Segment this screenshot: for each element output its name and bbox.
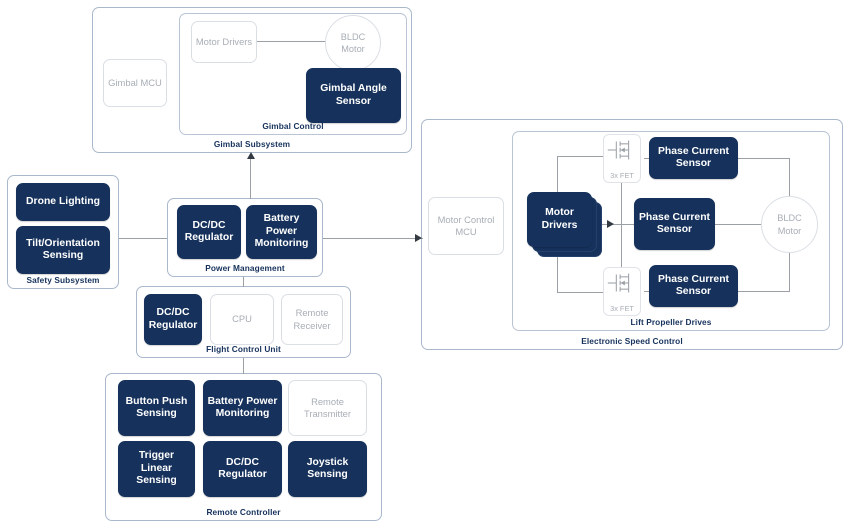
wire-esc-sensortop-to-bus <box>738 158 790 160</box>
block-fcu-dcdc-regulator[interactable]: DC/DC Regulator <box>144 294 202 345</box>
motor-drivers-layer-front[interactable]: Motor Drivers <box>527 192 592 247</box>
fet-bottom-label: 3x FET <box>610 304 634 313</box>
group-label-remote-controller: Remote Controller <box>206 507 281 517</box>
block-power-dcdc-regulator[interactable]: DC/DC Regulator <box>177 205 241 259</box>
arrow-power-to-esc <box>415 234 422 242</box>
block-phase-current-sensor-mid[interactable]: Phase Current Sensor <box>634 198 715 250</box>
block-button-push-sensing[interactable]: Button Push Sensing <box>118 380 195 436</box>
block-fet-top[interactable]: 3x FET <box>603 134 641 183</box>
block-gimbal-bldc-motor[interactable]: BLDC Motor <box>325 15 381 71</box>
block-trigger-linear-sensing[interactable]: Trigger Linear Sensing <box>118 441 195 497</box>
wire-esc-center-to-mid-sensor <box>621 224 637 226</box>
block-gimbal-motor-drivers[interactable]: Motor Drivers <box>191 21 257 63</box>
block-gimbal-angle-sensor[interactable]: Gimbal Angle Sensor <box>306 68 401 123</box>
block-motor-control-mcu[interactable]: Motor Control MCU <box>428 197 504 255</box>
block-joystick-sensing[interactable]: Joystick Sensing <box>288 441 367 497</box>
block-gimbal-mcu[interactable]: Gimbal MCU <box>103 59 167 107</box>
wire-esc-bus-to-fet-bottom <box>557 292 615 294</box>
block-tilt-orientation-sensing[interactable]: Tilt/Orientation Sensing <box>16 226 110 274</box>
group-label-safety-subsystem: Safety Subsystem <box>26 275 100 285</box>
block-fcu-cpu[interactable]: CPU <box>210 294 274 345</box>
block-battery-power-monitoring[interactable]: Battery Power Monitoring <box>246 205 317 259</box>
wire-fcu-to-remote <box>243 358 245 374</box>
arrow-power-to-gimbal <box>247 152 255 159</box>
group-label-gimbal-control: Gimbal Control <box>262 121 324 131</box>
mosfet-symbol-top <box>607 140 630 160</box>
block-esc-motor-drivers[interactable]: Motor Drivers <box>527 192 602 257</box>
fet-top-label: 3x FET <box>610 171 634 180</box>
group-label-electronic-speed-control: Electronic Speed Control <box>581 336 683 346</box>
group-label-gimbal-subsystem: Gimbal Subsystem <box>213 139 291 149</box>
block-phase-current-sensor-top[interactable]: Phase Current Sensor <box>649 137 738 179</box>
arrow-esc-motordrivers <box>607 220 614 228</box>
bldc-motor-line-2: Motor <box>341 44 365 54</box>
wire-esc-sensorbottom-to-bus <box>738 291 790 293</box>
bldc-motor-line-1: BLDC <box>340 31 366 42</box>
block-fcu-remote-receiver[interactable]: Remote Receiver <box>281 294 343 345</box>
wire-safety-to-power <box>119 238 167 240</box>
wire-gimbal-motordrivers-to-bldc <box>257 41 326 43</box>
wire-power-to-gimbal <box>250 158 252 199</box>
block-rc-dcdc-regulator[interactable]: DC/DC Regulator <box>203 441 282 497</box>
wire-esc-bus-to-fet-top <box>557 156 615 158</box>
group-label-power-management: Power Management <box>205 263 285 273</box>
wire-esc-midsensor-to-motor <box>714 224 764 226</box>
block-remote-transmitter[interactable]: Remote Transmitter <box>288 380 367 436</box>
group-label-lift-propeller-drives: Lift Propeller Drives <box>630 317 712 327</box>
group-label-flight-control-unit: Flight Control Unit <box>206 344 281 354</box>
wire-power-to-esc <box>323 238 423 240</box>
block-phase-current-sensor-bottom[interactable]: Phase Current Sensor <box>649 265 738 307</box>
block-rc-battery-power-monitoring[interactable]: Battery Power Monitoring <box>203 380 282 436</box>
block-drone-lighting[interactable]: Drone Lighting <box>16 183 110 221</box>
wire-esc-bus-to-motor-top <box>789 158 791 198</box>
block-fet-bottom[interactable]: 3x FET <box>603 267 641 316</box>
block-esc-bldc-motor[interactable]: BLDC Motor <box>761 196 818 253</box>
mosfet-symbol-bottom <box>607 273 630 293</box>
wire-power-to-fcu <box>243 277 245 287</box>
